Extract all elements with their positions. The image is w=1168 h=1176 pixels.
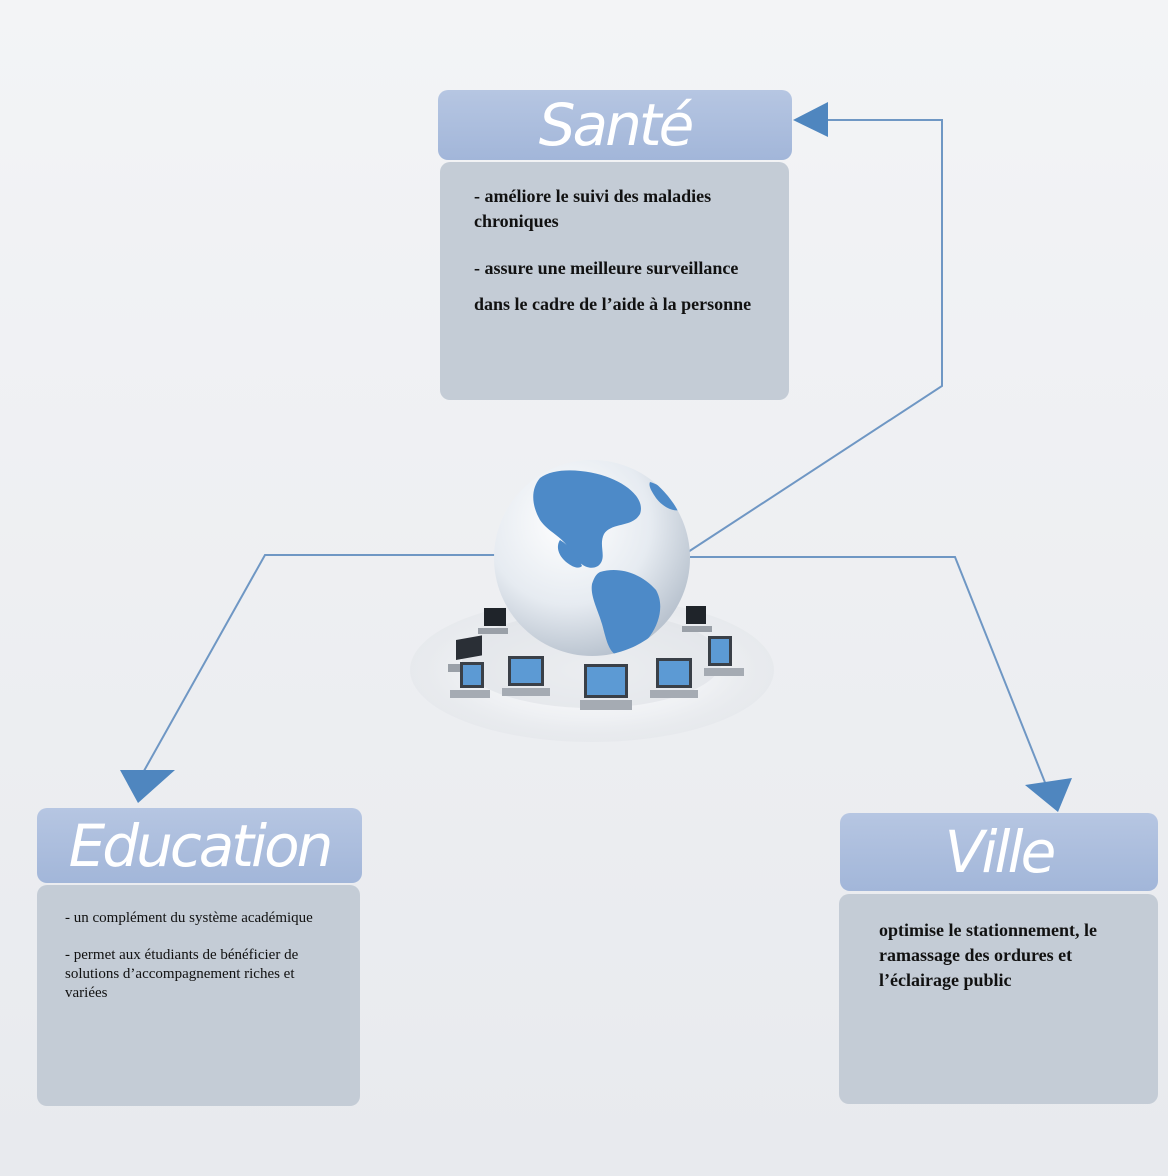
sante-description-box: - améliore le suivi des maladies chroniq…: [440, 162, 789, 400]
sante-line-2: - assure une meilleure surveillance dans…: [474, 258, 752, 314]
arrow-to-ville: [690, 556, 1049, 791]
ville-line-1: optimise le stationnement, le ramassage …: [879, 920, 1097, 990]
education-header: Education: [37, 808, 362, 883]
arrow-head-education: [120, 770, 175, 803]
sante-header: Santé: [438, 90, 792, 160]
ville-header: Ville: [840, 813, 1158, 891]
ville-title: Ville: [944, 818, 1057, 886]
education-line-1: - un complément du système académique: [65, 910, 313, 926]
arrow-to-sante: [687, 119, 943, 553]
arrow-to-education: [139, 554, 495, 779]
ville-description-box: optimise le stationnement, le ramassage …: [839, 894, 1158, 1104]
sante-title: Santé: [538, 91, 695, 159]
arrow-head-ville: [1025, 778, 1072, 812]
education-description-box: - un complément du système académique - …: [37, 885, 360, 1106]
education-title: Education: [68, 811, 334, 880]
education-line-2: - permet aux étudiants de bénéficier de …: [65, 947, 299, 1001]
arrow-head-sante: [793, 102, 828, 137]
sante-line-1: - améliore le suivi des maladies chroniq…: [474, 186, 712, 231]
